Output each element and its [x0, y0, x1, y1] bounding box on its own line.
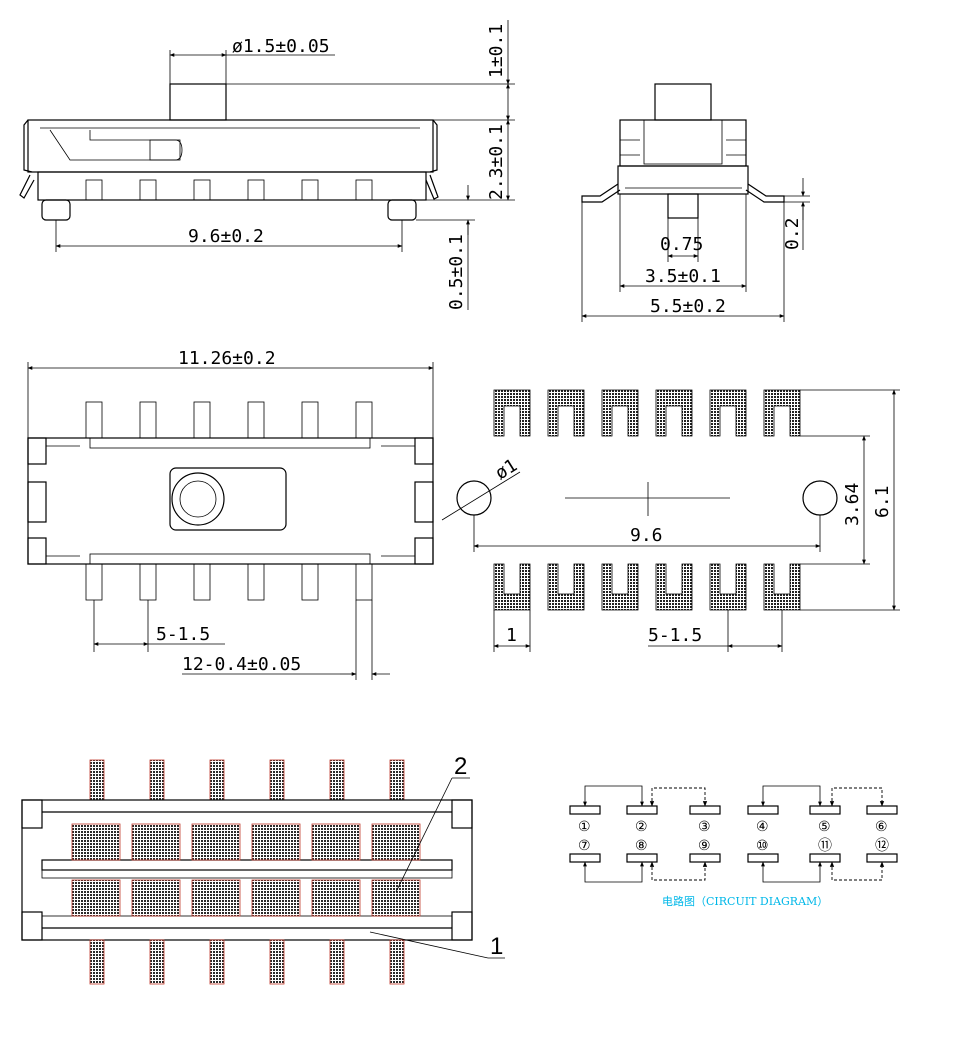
contact-leads-lower [89, 939, 405, 985]
dim-top-pitch: 5-1.5 [156, 624, 210, 645]
dim-footprint-pitch: 5-1.5 [648, 625, 702, 646]
knob [169, 83, 227, 121]
dim-standoff: 0.5±0.1 [446, 234, 467, 310]
pin-7: ⑦ [578, 838, 591, 854]
pin-8: ⑧ [635, 838, 648, 854]
pin-3: ③ [698, 819, 711, 835]
pin-4: ④ [756, 819, 769, 835]
pin-11: ⑪ [818, 838, 832, 854]
dim-body-height: 2.3±0.1 [486, 124, 507, 200]
contact-view: 2 1 [21, 753, 505, 985]
dim-pin-pitch: 9.6±0.2 [188, 226, 264, 247]
side-view: ø1.5±0.05 1±0.1 2.3±0.1 0.5±0.1 9.6±0.2 [19, 20, 515, 310]
end-view: 0.2 0.75 3.5±0.1 5.5±0.2 [581, 83, 810, 322]
contact-leads-upper [89, 759, 405, 801]
top-view-pins-upper [85, 401, 373, 439]
dim-inner-width: 3.5±0.1 [645, 266, 721, 287]
pin-6: ⑥ [875, 819, 888, 835]
pin-5: ⑤ [818, 819, 831, 835]
side-pins [85, 179, 373, 201]
pin-12: ⑫ [875, 838, 889, 854]
top-view: 11.26±0.2 5-1.5 12-0.4±0.05 [27, 348, 434, 680]
pin-2: ② [635, 819, 648, 835]
dim-length: 11.26±0.2 [178, 348, 276, 369]
pin-1: ① [578, 819, 591, 835]
dim-pin-width: 0.75 [660, 234, 703, 255]
pin-10: ⑩ [756, 838, 769, 854]
footprint-pads-upper [493, 389, 801, 437]
contact-pads-row-1 [71, 823, 421, 861]
circuit-diagram: ① ② ③ ④ ⑤ ⑥ ⑦ ⑧ ⑨ ⑩ ⑪ ⑫ 电路图（CIRCUIT DIAG… [569, 785, 898, 908]
dim-top-pin-width: 12-0.4±0.05 [182, 654, 301, 675]
mount-hole-left [456, 480, 492, 516]
footprint: ø1 9.6 3.64 6.1 1 5-1.5 [441, 389, 900, 652]
end-knob [654, 83, 712, 121]
callout-1: 1 [490, 933, 503, 960]
dim-knob-height: 1±0.1 [486, 24, 507, 78]
dim-lead-thickness: 0.2 [782, 217, 803, 250]
top-view-pins-lower [85, 563, 373, 601]
dim-pad-width: 1 [506, 625, 517, 646]
dim-outer-width: 5.5±0.2 [650, 296, 726, 317]
circuit-caption: 电路图（CIRCUIT DIAGRAM） [662, 895, 828, 908]
dim-knob-dia: ø1.5±0.05 [232, 36, 330, 57]
dim-hole-dia: ø1 [492, 455, 522, 484]
contact-pads-row-2 [71, 879, 421, 917]
dim-total-height: 6.1 [872, 485, 893, 518]
pin-9: ⑨ [698, 838, 711, 854]
callout-2: 2 [454, 753, 467, 780]
mount-hole-right [802, 480, 838, 516]
dim-hole-span: 9.6 [630, 525, 663, 546]
footprint-pads-lower [493, 563, 801, 611]
dim-row-spacing: 3.64 [842, 483, 863, 526]
